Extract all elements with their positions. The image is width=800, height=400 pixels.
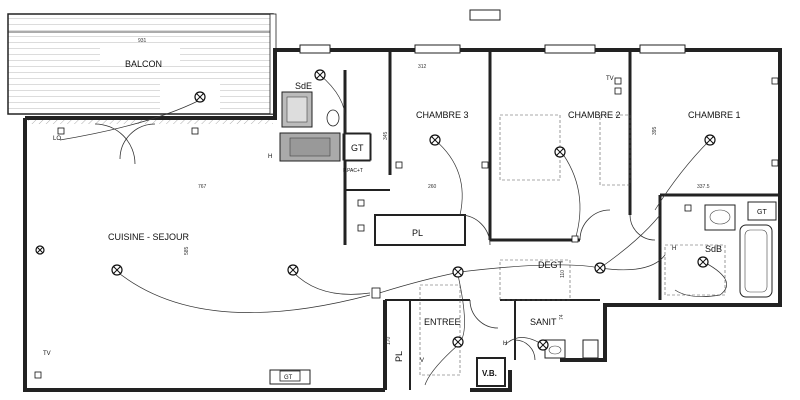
vb-box <box>476 357 506 387</box>
light-degt-2 <box>594 262 606 274</box>
room-label-pl-upper: PL <box>412 228 423 238</box>
room-label-chambre1: CHAMBRE 1 <box>688 110 741 120</box>
gt-bottom-label: GT <box>284 375 293 381</box>
dashed-outlines <box>419 114 726 376</box>
room-label-chambre3: CHAMBRE 3 <box>416 110 469 120</box>
dim-degt: 110 <box>560 270 566 278</box>
light-sanit <box>537 339 549 351</box>
sde-fixtures <box>279 91 371 162</box>
dim-sejour-depth: 585 <box>184 246 190 255</box>
electrical-wiring <box>59 74 727 386</box>
light-chambre3 <box>429 134 441 146</box>
sdb-fixtures <box>704 201 777 298</box>
h-label-sde: H <box>268 154 272 160</box>
light-entree <box>452 336 464 348</box>
dim-entree: 170 <box>386 336 392 345</box>
light-sdb <box>697 256 709 268</box>
light-points <box>35 69 716 351</box>
interior-walls <box>343 52 780 390</box>
room-label-degt: DEGT <box>538 260 564 270</box>
gt-sde-label: GT <box>351 143 364 153</box>
dim-chambre3: 260 <box>428 184 437 190</box>
room-label-chambre2: CHAMBRE 2 <box>568 110 621 120</box>
room-label-sde: SdE <box>295 81 312 91</box>
light-chambre2 <box>554 146 566 158</box>
doors <box>94 123 656 361</box>
light-sejour-wall <box>35 245 45 255</box>
h-label-sdb: H <box>672 246 676 252</box>
sockets <box>34 77 779 379</box>
light-sde <box>314 69 326 81</box>
room-label-vb: V.B. <box>482 369 497 378</box>
room-label-entree: ENTREE <box>424 317 461 327</box>
room-label-sanit: SANIT <box>530 317 557 327</box>
windows <box>269 9 686 385</box>
dim-side-b: 395 <box>652 126 658 135</box>
dim-balcon: 931 <box>138 38 147 44</box>
room-label-pl-lower: PL <box>394 351 404 362</box>
light-sejour-2 <box>287 264 299 276</box>
sanit-fixtures <box>544 339 599 359</box>
dim-sanit: 74 <box>559 314 565 320</box>
tv-chambre2-label: TV <box>606 76 614 82</box>
v-label-entree: V <box>420 358 424 364</box>
tv-sejour-label: TV <box>43 351 51 357</box>
room-label-sdb: SdB <box>705 244 722 254</box>
room-label-cuisine-sejour: CUISINE - SEJOUR <box>108 232 190 242</box>
dim-sejour: 767 <box>198 184 207 190</box>
light-sejour-1 <box>111 264 123 276</box>
dim-side-a: 345 <box>383 131 389 140</box>
h-label-sanit: H <box>503 341 507 347</box>
light-balcon <box>194 91 206 103</box>
dim-top-a: 312 <box>418 64 427 70</box>
outer-walls <box>23 48 782 392</box>
dim-chambre1: 337.5 <box>697 184 710 190</box>
lo-label: LO <box>53 136 61 142</box>
pac-label: P.PAC+T <box>343 168 363 174</box>
light-chambre1 <box>704 134 716 146</box>
room-label-balcon: BALCON <box>125 59 162 69</box>
light-degt-1 <box>452 266 464 278</box>
gt-sdb-label: GT <box>757 209 767 216</box>
